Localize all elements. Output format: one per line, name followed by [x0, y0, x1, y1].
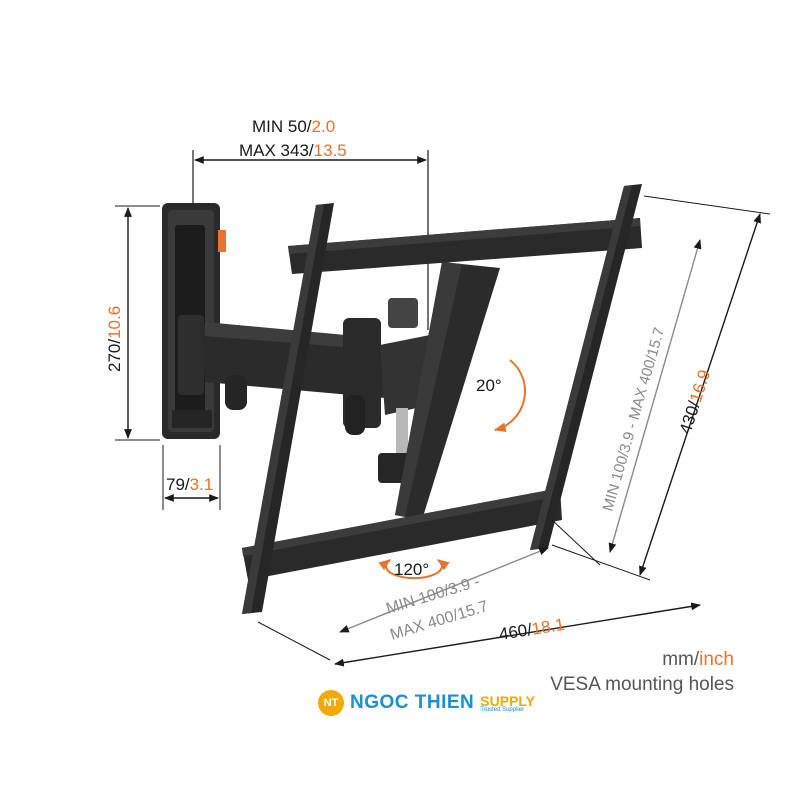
vesa-vertical-label: MIN 100/3.9 - MAX 400/15.7 — [600, 326, 669, 513]
depth-max-label: MAX 343/13.5 — [239, 141, 347, 160]
orange-tab — [218, 230, 226, 252]
brand-badge-icon: NT — [318, 690, 344, 716]
frame-width-label: 460/18.1 — [498, 615, 566, 644]
tilt-indicator: 20° — [476, 359, 527, 432]
swivel-indicator: 120° — [378, 559, 450, 580]
plate-height-label: 270/10.6 — [105, 306, 124, 372]
tilt-label: 20° — [476, 376, 502, 395]
frame-height-label: 430/16.9 — [676, 367, 715, 436]
brand-tagline: Trusted Supplier — [480, 707, 525, 713]
units-legend: mm/inch — [662, 649, 734, 670]
brand-supply-block: SUPPLY Trusted Supplier — [480, 693, 535, 713]
plate-height-dimension: 270/10.6 — [105, 205, 160, 441]
brand-logo: NT NGOC THIEN SUPPLY Trusted Supplier — [318, 690, 535, 716]
depth-min-label: MIN 50/2.0 — [252, 117, 335, 136]
plate-width-dimension: 79/3.1 — [162, 445, 221, 510]
swivel-label: 120° — [394, 560, 429, 579]
vesa-caption: VESA mounting holes — [550, 674, 734, 695]
tv-frame — [242, 184, 642, 614]
tilt-bracket — [395, 262, 500, 520]
brand-supply: SUPPLY — [480, 693, 536, 709]
frame-width-dimension: 460/18.1 — [334, 602, 701, 667]
brand-name: NGOC THIEN — [350, 692, 475, 713]
plate-width-label: 79/3.1 — [166, 475, 213, 494]
depth-dimension: MIN 50/2.0 MAX 343/13.5 — [192, 117, 429, 330]
